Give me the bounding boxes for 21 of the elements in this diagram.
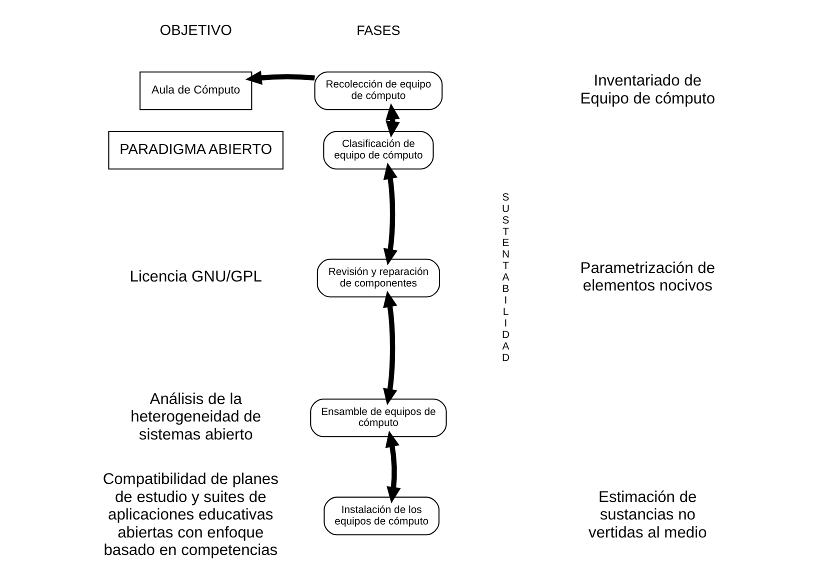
node-box: Ensamble de equipos de cómputo <box>310 398 447 438</box>
node-box: Clasificación de equipo de cómputo <box>323 130 434 170</box>
node-box: Instalación de los equipos de cómputo <box>324 496 440 536</box>
label: Estimación de sustancias no vertidas al medio <box>588 488 707 542</box>
label: Inventariado de Equipo de cómputo <box>580 72 716 108</box>
arrow <box>385 430 401 504</box>
label: FASES <box>356 22 400 38</box>
label: Licencia GNU/GPL <box>130 268 262 286</box>
label: Compatibilidad de planes de estudio y suites de aplicaciones educativas abiertas con enfoque basado en competencias <box>102 471 278 560</box>
node-box: Recolección de equipo de cómputo <box>314 71 443 110</box>
node-box: Revisión y reparación de componentes <box>316 258 440 298</box>
label: OBJETIVO <box>160 23 232 40</box>
arrow <box>245 70 315 85</box>
label: Parametrización de elementos nocivos <box>580 260 716 295</box>
label: SUSTENTABILIDAD <box>502 192 510 364</box>
node-box: Aula de Cómputo <box>140 71 252 110</box>
label: Análisis de la heterogeneidad de sistemas abierto <box>130 390 262 444</box>
arrow <box>383 290 398 406</box>
node-box: PARADIGMA ABIERTO <box>108 130 284 170</box>
arrow <box>383 162 398 266</box>
arrow <box>386 103 400 138</box>
